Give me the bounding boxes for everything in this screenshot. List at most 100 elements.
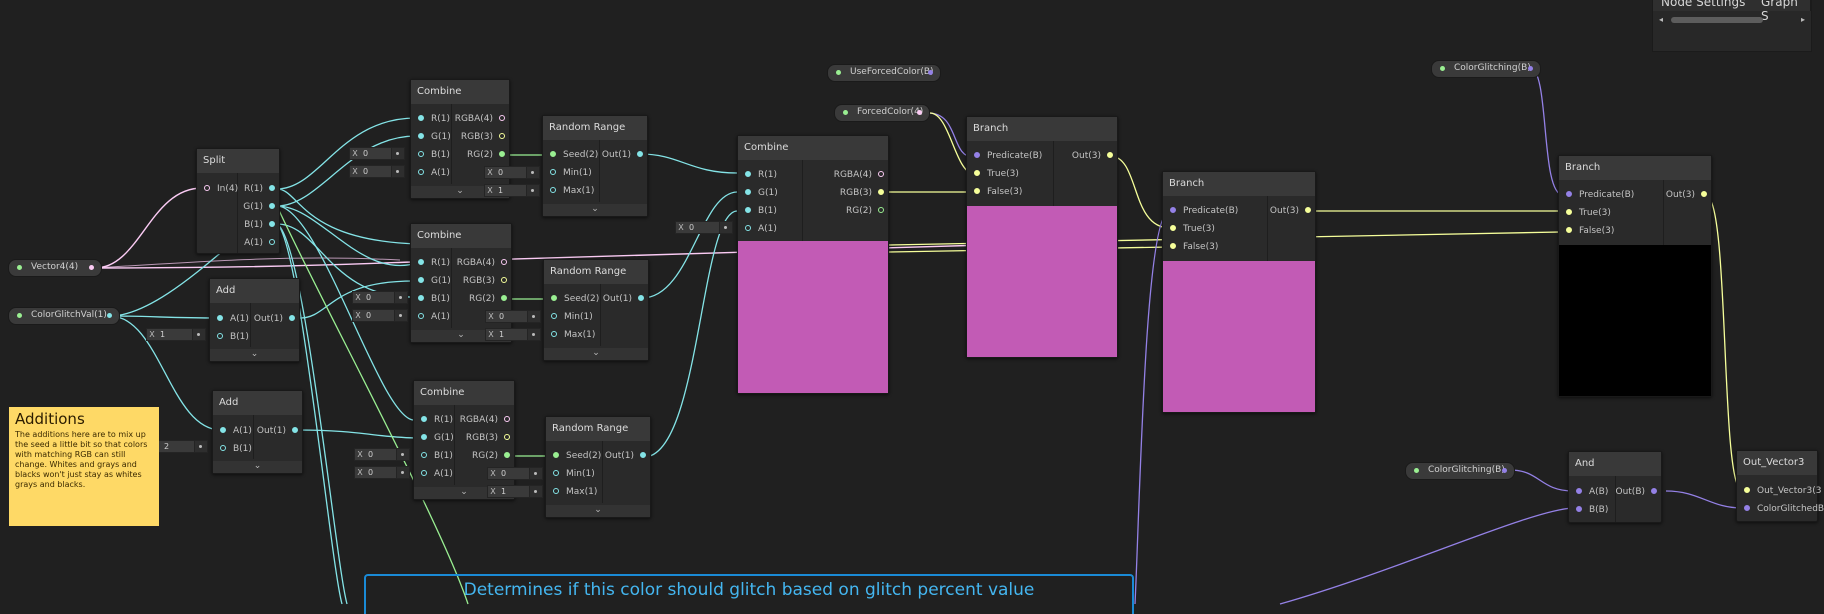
port-colorglitched[interactable]: ColorGlitchedB <box>1737 501 1824 517</box>
port-out[interactable]: Out(3) <box>1072 148 1117 164</box>
port-g[interactable]: G(1) <box>243 199 279 215</box>
collapse-chevron-icon[interactable]: ⌄ <box>544 348 648 360</box>
port-max[interactable]: Max(1) <box>544 327 595 343</box>
port-out[interactable]: Out(1) <box>254 311 299 327</box>
port-a[interactable]: A(1) <box>414 466 453 482</box>
port-g[interactable]: G(1) <box>414 430 454 446</box>
output-port-icon[interactable] <box>1528 66 1533 71</box>
port-out[interactable]: Out(3) <box>1666 187 1711 203</box>
port-a[interactable]: A(1) <box>213 423 252 439</box>
property-colorglitching-bottom[interactable]: ColorGlitching(B) <box>1405 462 1515 480</box>
port-predicate[interactable]: Predicate(B) <box>1559 187 1634 203</box>
port-seed[interactable]: Seed(2) <box>544 291 599 307</box>
node-title[interactable]: And <box>1569 452 1661 476</box>
panel-scrollbar[interactable]: ◂ ▸ <box>1659 15 1805 25</box>
sticky-note-body[interactable]: The additions here are to mix up the see… <box>15 430 148 489</box>
port-b[interactable]: B(1) <box>414 448 453 464</box>
sticky-note[interactable]: Additions The additions here are to mix … <box>9 407 159 526</box>
random-range-node-1[interactable]: Random Range Seed(2) Min(1) Max(1) Out(1… <box>542 115 648 217</box>
port-a[interactable]: A(B) <box>1569 484 1608 500</box>
property-useforcedcolor[interactable]: UseForcedColor(B) <box>827 64 941 82</box>
port-false[interactable]: False(3) <box>1163 239 1218 255</box>
output-port-icon[interactable] <box>107 313 112 318</box>
node-title[interactable]: Add <box>213 391 302 415</box>
group-title[interactable]: Determines if this color should glitch b… <box>463 580 1035 600</box>
node-title[interactable]: Random Range <box>546 417 650 441</box>
port-r[interactable]: R(1) <box>414 412 453 428</box>
port-a[interactable]: A(1) <box>210 311 249 327</box>
port-rgba[interactable]: RGBA(4) <box>457 255 511 271</box>
port-min[interactable]: Min(1) <box>543 165 592 181</box>
port-min[interactable]: Min(1) <box>544 309 593 325</box>
port-out[interactable]: Out(1) <box>605 448 650 464</box>
port-a[interactable]: A(1) <box>411 165 450 181</box>
port-b[interactable]: B(1) <box>738 203 777 219</box>
node-title[interactable]: Combine <box>411 224 511 248</box>
port-b[interactable]: B(1) <box>213 441 252 457</box>
port-out[interactable]: Out(1) <box>257 423 302 439</box>
combine-node-1[interactable]: Combine R(1) G(1) B(1) A(1) RGBA(4) RGB(… <box>410 79 510 199</box>
sticky-note-title[interactable]: Additions <box>15 410 85 428</box>
port-a[interactable]: A(1) <box>738 221 777 237</box>
scroll-right-arrow-icon[interactable]: ▸ <box>1800 15 1805 24</box>
branch-node-1[interactable]: Branch Predicate(B) True(3) False(3) Out… <box>966 116 1118 358</box>
node-title[interactable]: Combine <box>414 381 514 405</box>
port-b[interactable]: B(1) <box>411 147 450 163</box>
add-node-1[interactable]: Add A(1) B(1) Out(1) ⌄ <box>209 278 300 362</box>
port-out[interactable]: Out(3) <box>1270 203 1315 219</box>
port-b[interactable]: B(B) <box>1569 502 1608 518</box>
branch-node-2[interactable]: Branch Predicate(B) True(3) False(3) Out… <box>1162 171 1316 413</box>
node-title[interactable]: Out_Vector3 <box>1737 451 1817 475</box>
group-box[interactable]: Determines if this color should glitch b… <box>364 574 1134 614</box>
port-a[interactable]: A(1) <box>244 235 279 251</box>
port-out-vector3[interactable]: Out_Vector3(3 <box>1737 483 1821 499</box>
combine-node-2[interactable]: Combine R(1) G(1) B(1) A(1) RGBA(4) RGB(… <box>410 223 512 343</box>
and-node[interactable]: And A(B) B(B) Out(B) <box>1568 451 1662 523</box>
port-rgba[interactable]: RGBA(4) <box>834 167 888 183</box>
port-true[interactable]: True(3) <box>1163 221 1215 237</box>
scroll-thumb[interactable] <box>1671 17 1763 23</box>
port-rgba[interactable]: RGBA(4) <box>460 412 514 428</box>
add-node-2[interactable]: Add A(1) B(1) Out(1) ⌄ <box>212 390 303 474</box>
port-predicate[interactable]: Predicate(B) <box>967 148 1042 164</box>
output-port-icon[interactable] <box>928 70 933 75</box>
tab-graph-settings[interactable]: Graph S <box>1753 0 1811 23</box>
port-rg[interactable]: RG(2) <box>472 448 514 464</box>
random-range-node-3[interactable]: Random Range Seed(2) Min(1) Max(1) Out(1… <box>545 416 651 518</box>
port-b[interactable]: B(1) <box>411 291 450 307</box>
port-predicate[interactable]: Predicate(B) <box>1163 203 1238 219</box>
port-r[interactable]: R(1) <box>411 111 450 127</box>
node-title[interactable]: Combine <box>738 136 888 160</box>
collapse-chevron-icon[interactable]: ⌄ <box>210 349 299 361</box>
port-out[interactable]: Out(B) <box>1615 484 1661 500</box>
out-vector3-node[interactable]: Out_Vector3 Out_Vector3(3 ColorGlitchedB <box>1736 450 1824 522</box>
port-out[interactable]: Out(1) <box>603 291 648 307</box>
node-title[interactable]: Branch <box>1163 172 1315 196</box>
port-r[interactable]: R(1) <box>411 255 450 271</box>
port-in[interactable]: In(4) <box>197 181 238 197</box>
node-title[interactable]: Split <box>197 149 279 173</box>
branch-node-3[interactable]: Branch Predicate(B) True(3) False(3) Out… <box>1558 155 1712 397</box>
port-true[interactable]: True(3) <box>967 166 1019 182</box>
port-seed[interactable]: Seed(2) <box>543 147 598 163</box>
port-rgb[interactable]: RGB(3) <box>461 129 509 145</box>
port-r[interactable]: R(1) <box>738 167 777 183</box>
port-g[interactable]: G(1) <box>738 185 778 201</box>
port-false[interactable]: False(3) <box>967 184 1022 200</box>
port-rgb[interactable]: RGB(3) <box>466 430 514 446</box>
output-port-icon[interactable] <box>917 110 922 115</box>
split-node[interactable]: Split In(4) R(1) G(1) B(1) A(1) <box>196 148 280 254</box>
output-port-icon[interactable] <box>89 265 94 270</box>
port-true[interactable]: True(3) <box>1559 205 1611 221</box>
port-rgb[interactable]: RGB(3) <box>463 273 511 289</box>
port-b[interactable]: B(1) <box>210 329 249 345</box>
